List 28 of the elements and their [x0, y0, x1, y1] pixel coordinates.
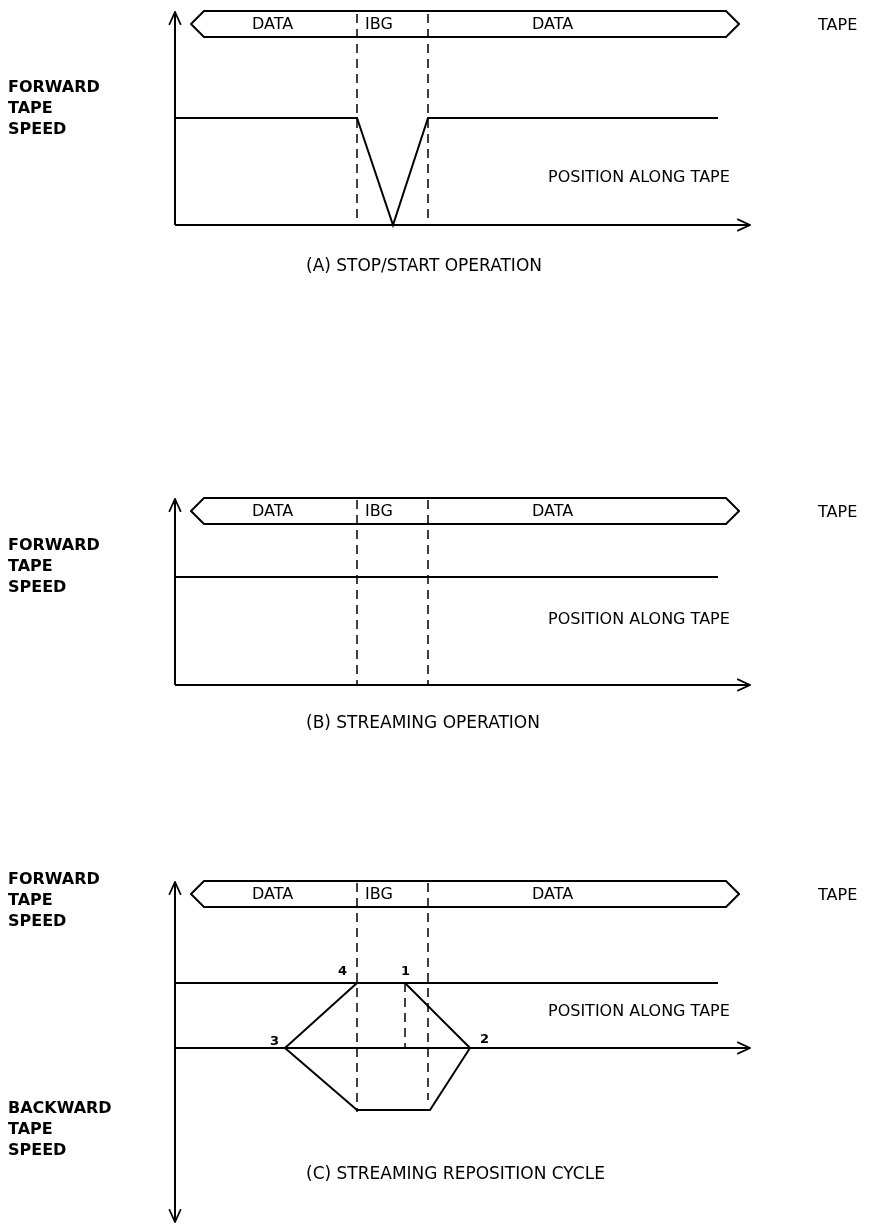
tape-label: TAPE [818, 501, 858, 522]
panel-caption: (B) STREAMING OPERATION [306, 712, 540, 733]
axis-label: POSITION ALONG TAPE [548, 1000, 730, 1021]
tape-segment-label: DATA [532, 884, 574, 904]
axis-label: POSITION ALONG TAPE [548, 166, 730, 187]
point-number: 1 [401, 962, 411, 980]
tape-segment-label: DATA [532, 501, 574, 521]
tape-segment-label: DATA [252, 501, 294, 521]
tape-segment-label: DATA [532, 14, 574, 34]
tape-label: TAPE [818, 14, 858, 35]
tape-band [190, 10, 740, 38]
axis-title: FORWARD TAPE SPEED [8, 76, 101, 139]
point-number: 3 [270, 1032, 280, 1050]
tape-segment-label: IBG [365, 14, 393, 34]
panel-caption: (A) STOP/START OPERATION [306, 255, 542, 276]
tape-segment-label: IBG [365, 501, 393, 521]
tape-segment-label: DATA [252, 884, 294, 904]
tape-segment-label: DATA [252, 14, 294, 34]
tape-segment-label: IBG [365, 884, 393, 904]
axis-label: POSITION ALONG TAPE [548, 608, 730, 629]
tape-band [190, 880, 740, 908]
axis-title: FORWARD TAPE SPEED [8, 534, 101, 597]
axis-title: FORWARD TAPE SPEED [8, 868, 101, 931]
point-number: 2 [480, 1030, 490, 1048]
point-number: 4 [338, 962, 348, 980]
tape-band [190, 497, 740, 525]
tape-label: TAPE [818, 884, 858, 905]
panel-caption: (C) STREAMING REPOSITION CYCLE [306, 1163, 605, 1184]
